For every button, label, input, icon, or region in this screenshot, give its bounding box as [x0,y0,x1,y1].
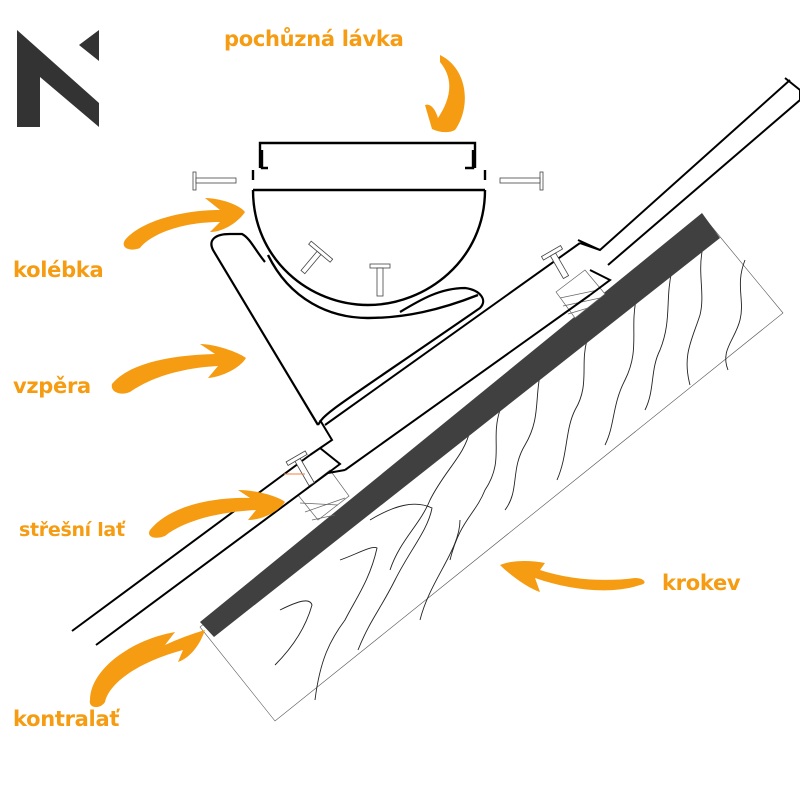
label-walkway: pochůzná lávka [224,27,404,51]
walkway-plate [71,77,800,646]
label-cradle: kolébka [13,258,104,282]
screw-batten-lower [285,450,315,487]
arrow-batten-icon [149,490,285,538]
screw-cradle-2 [369,263,391,297]
arrow-counter-batten-icon [89,630,205,708]
arrow-cradle-icon [123,198,245,250]
label-rafter: krokev [662,571,741,595]
screws [192,171,570,487]
arrow-rafter-icon [500,560,645,592]
rafter [199,220,784,722]
walkway [258,141,477,170]
logo-shape [17,30,99,127]
arrows [89,55,645,708]
arrow-strut-icon [111,344,246,394]
counter-batten [200,213,720,637]
screw-batten-upper [540,245,570,280]
cradle-outer-arc [266,254,479,320]
brand-logo [17,30,99,127]
screw-cradle-1 [300,240,334,275]
cradle [251,170,487,320]
cradle-arc [251,189,487,307]
strut [210,232,485,426]
screw-left [192,171,237,191]
screw-right [499,171,544,191]
arrow-walkway-icon [425,55,465,133]
label-strut: vzpěra [13,374,91,398]
logo-notch [79,30,99,61]
wood-grain [274,251,746,701]
label-counter-batten: kontralať [13,707,120,731]
label-roof-batten: střešní lať [19,519,125,541]
